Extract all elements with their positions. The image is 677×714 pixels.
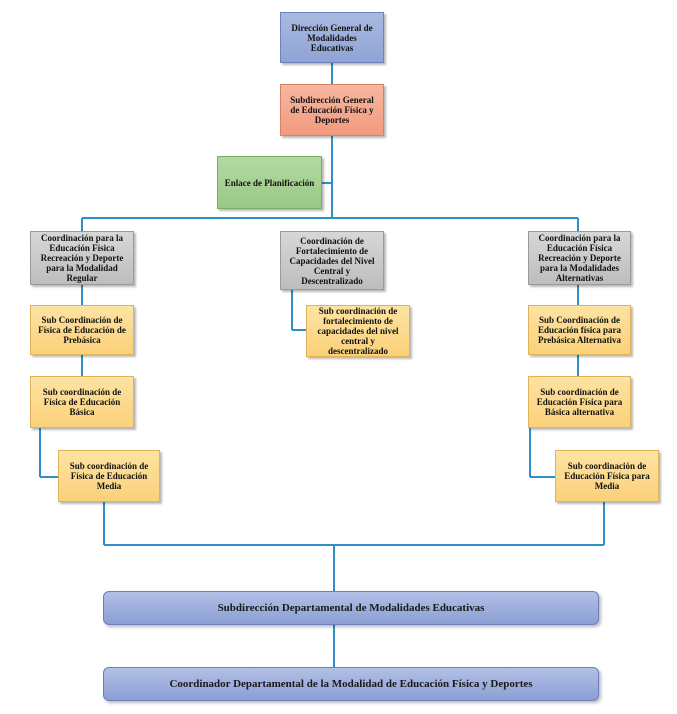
enlace-planificacion-box: Enlace de Planificación <box>217 156 322 209</box>
sub-basica-box: Sub coordinación de Física de Educación … <box>30 376 134 428</box>
direccion-general-box: Dirección General de Modalidades Educati… <box>280 12 384 63</box>
sub-media-box: Sub coordinación de Física de Educación … <box>58 450 160 502</box>
sub-media-alt-box: Sub coordinación de Educación Física par… <box>555 450 659 502</box>
coord-regular-box: Coordinación para la Educación Física Re… <box>30 231 134 285</box>
subdireccion-general-box: Subdirección General de Educación Física… <box>280 84 384 136</box>
coord-fortalecimiento-box: Coordinación de Fortalecimiento de Capac… <box>280 231 384 290</box>
coordinador-departamental-bar: Coordinador Departamental de la Modalida… <box>103 667 599 701</box>
sub-basica-alt-box: Sub coordinación de Educación Física par… <box>528 376 631 428</box>
sub-prebasica-alt-box: Sub Coordinación de Educación física par… <box>528 305 631 355</box>
sub-fortalecimiento-box: Sub coordinación de fortalecimiento de c… <box>306 305 410 357</box>
sub-prebasica-box: Sub Coordinación de Física de Educación … <box>30 305 134 355</box>
subdireccion-departamental-bar: Subdirección Departamental de Modalidade… <box>103 591 599 625</box>
coord-alternativas-box: Coordinación para la Educación Física Re… <box>528 231 631 285</box>
